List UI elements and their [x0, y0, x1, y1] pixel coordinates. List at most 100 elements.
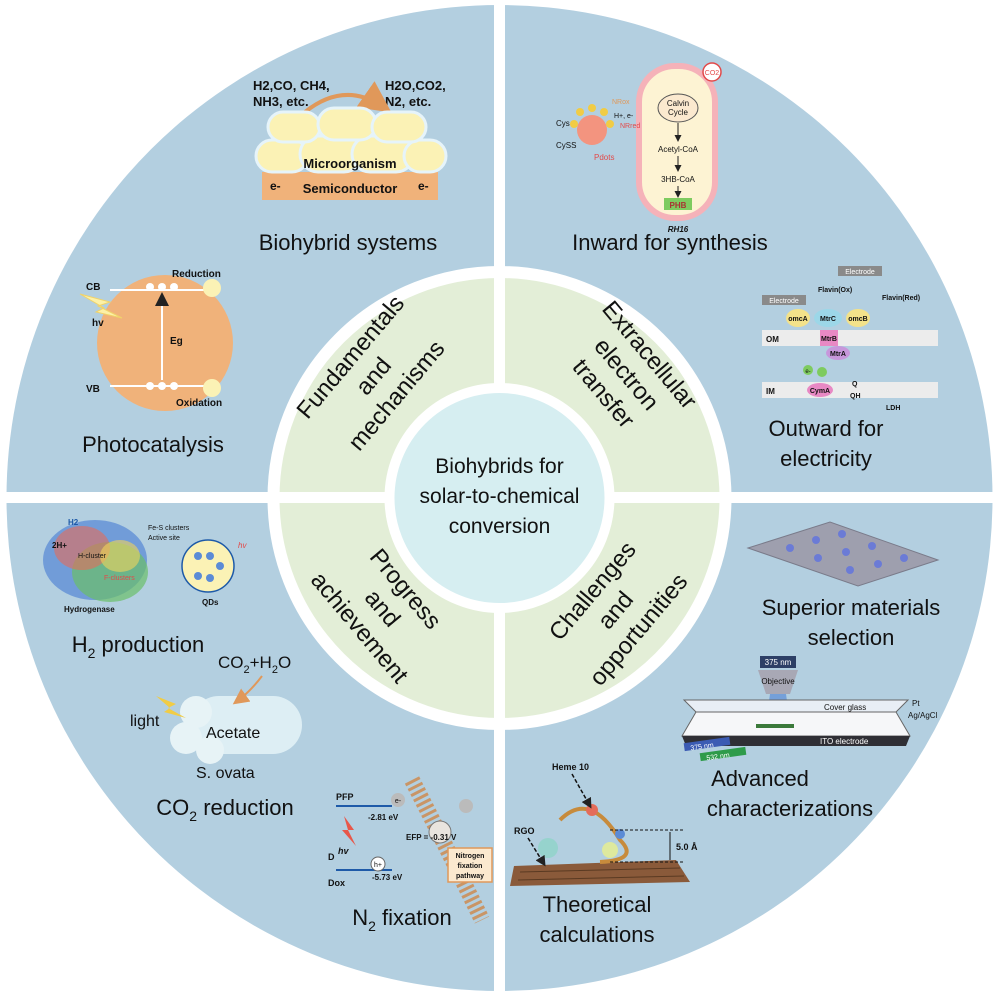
sample-chamber [681, 711, 911, 737]
semiconductor-particle [97, 275, 233, 411]
laser-box [760, 656, 796, 668]
n2-rest: fixation [376, 905, 452, 930]
calvin-line-2: Cycle [668, 108, 689, 117]
reduction-label: Reduction [172, 269, 221, 280]
center-line-3: conversion [449, 515, 551, 538]
beam-532-label: 532 nm [706, 752, 730, 762]
dox-label: Dox [328, 878, 345, 888]
pfp-energy: -2.81 eV [368, 813, 399, 822]
hydrogenase-protein [43, 520, 148, 602]
h2-rest: production [95, 632, 204, 657]
electron-2 [817, 367, 827, 377]
rgo-label: RGO [514, 826, 535, 836]
semiconductor-electron-left: e- [270, 179, 281, 193]
advanced-characterization-figure: 375 nm Objective Cover glass ITO electro… [681, 656, 938, 762]
electron-1-label: e- [805, 369, 810, 375]
omca-label: omcA [788, 316, 807, 323]
pathway-line-3: pathway [456, 873, 484, 880]
cys-label: Cys [556, 119, 570, 128]
pathway-box [447, 847, 493, 883]
wavelength-label: 375 nm [765, 658, 792, 667]
label-h2-production: H2 production [72, 632, 205, 661]
nr-red-label: NRred [620, 123, 640, 130]
omcb-protein [846, 309, 870, 327]
pathway-line-2: fixation [458, 863, 483, 870]
electrode-left [762, 295, 806, 305]
label-photocatalysis: Photocatalysis [82, 432, 224, 457]
label-outward-electricity-2: electricity [780, 446, 872, 471]
center-line-1: Biohybrids for [435, 455, 563, 478]
active-site-label: Active site [148, 535, 180, 542]
divider-horizontal-left [0, 492, 393, 503]
light-icon [156, 696, 186, 718]
agcl-label: Ag/AgCl [908, 711, 938, 720]
pt-label: Pt [912, 699, 920, 708]
distance-label: 5.0 Å [676, 842, 698, 852]
photocatalysis-figure: Eg CB VB hv Reduction Oxidation [79, 269, 233, 411]
outward-electricity-figure: Electrode Electrode Flavin(Ox) Flavin(Re… [762, 266, 938, 412]
cover-glass [682, 699, 910, 713]
rh16-label: RH16 [668, 225, 689, 234]
h2-mol-label: H2 [68, 518, 79, 527]
phb-label: PHB [670, 201, 687, 210]
membrane-protein [428, 820, 452, 844]
vb-holes [146, 382, 178, 390]
rh16-cell [636, 63, 718, 221]
calvin-line-1: Calvin [667, 99, 689, 108]
microorganism-cells [254, 106, 448, 174]
qds-label: QDs [202, 598, 219, 607]
objective-lens [758, 670, 798, 694]
reduction-site [203, 279, 221, 297]
mtrb-protein [820, 330, 838, 346]
label-co2-reduction: CO2 reduction [156, 795, 293, 824]
divider-vertical-top [494, 0, 505, 392]
beam-375-label: 375 nm [690, 742, 714, 752]
mtra-protein [826, 346, 850, 360]
light-label: light [130, 713, 160, 730]
pdot-particle [577, 115, 607, 145]
ldh-label: LDH [886, 405, 900, 412]
center-line-2: solar-to-chemical [420, 485, 580, 508]
biohybrid-right-gases-2: N2, etc. [385, 94, 431, 109]
calvin-cycle [657, 93, 699, 123]
qd-hv-label: hv [238, 541, 247, 550]
ito-electrode [682, 736, 910, 746]
superior-materials-figure [746, 521, 940, 587]
label-advanced-2: characterizations [707, 796, 873, 821]
divider-vertical-bottom [494, 604, 505, 996]
n2-electron [391, 793, 405, 807]
qh-label: QH [850, 393, 861, 400]
oxidation-site [203, 379, 221, 397]
biohybrid-left-gases-1: H2,CO, CH4, [253, 78, 330, 93]
n2-hole [370, 856, 386, 872]
acetyl-coa: Acetyl-CoA [658, 145, 699, 154]
material-dots [786, 530, 908, 574]
h-e-label: H+, e- [614, 113, 634, 120]
omca-protein [786, 309, 810, 327]
co2-reduction-figure: CO2+H2O light Acetate S. ovata [130, 653, 302, 782]
n2-hv-label: hv [338, 846, 349, 856]
n2-fixation-figure: PFP -2.81 eV D Dox -5.73 eV hv e- h+ EFP… [328, 776, 493, 924]
biohybrid-left-gases-2: NH3, etc. [253, 94, 309, 109]
flavin-red-label: Flavin(Red) [882, 295, 920, 302]
mtrc-protein [814, 309, 842, 327]
mtrb-label: MtrB [821, 336, 837, 343]
beam-375 [683, 736, 731, 752]
label-superior-materials-1: Superior materials [762, 595, 941, 620]
pathway-line-1: Nitrogen [456, 853, 485, 860]
co2-main: CO [156, 795, 189, 820]
nr-ox-label: NRox [612, 99, 630, 106]
biohybrid-right-gases-1: H2O,CO2, [385, 78, 446, 93]
semiconductor-label: Semiconductor [303, 181, 398, 196]
acetate-label: Acetate [206, 725, 260, 742]
cover-glass-label: Cover glass [824, 703, 866, 712]
d-label: D [328, 852, 335, 862]
q-label: Q [852, 381, 858, 388]
label-outward-electricity-1: Outward for [769, 416, 884, 441]
omcb-label: omcB [848, 316, 867, 323]
label-theoretical-2: calculations [540, 922, 655, 947]
label-theoretical-1: Theoretical [543, 892, 652, 917]
n2-hole-label: h+ [374, 862, 382, 869]
hv-label: hv [92, 318, 104, 329]
